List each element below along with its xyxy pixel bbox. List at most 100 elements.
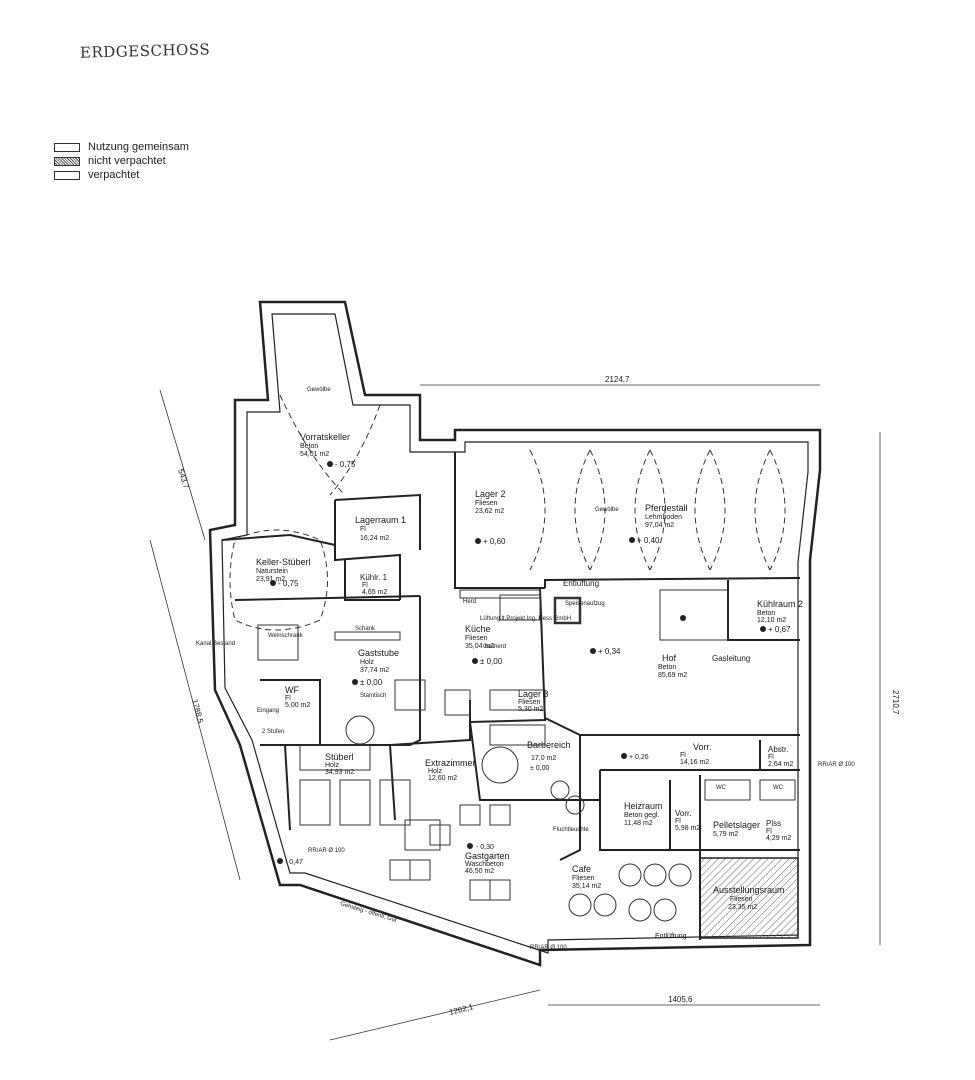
room-name: Pferdestall <box>645 503 688 513</box>
room-material: Naturstein <box>256 568 288 575</box>
gehsteig-label: Gehsteig - öffentl. Gut <box>339 901 397 924</box>
outer-wall-inner <box>221 313 809 954</box>
room-material: Fl <box>680 752 686 759</box>
room-name: WF <box>285 685 299 695</box>
room-area: 12,60 m2 <box>428 775 457 782</box>
dim-left-upper: 543,7 <box>176 468 191 490</box>
annotations: Entlüftung Entlüftung Gasleitung Gewölbe… <box>196 387 855 951</box>
dim-left-lower: 1788,5 <box>190 698 205 724</box>
ausstellungsraum-hatch <box>699 857 799 939</box>
level-marker-icon <box>760 626 766 632</box>
legend-item: nicht verpachtet <box>54 154 189 168</box>
level-marker-icon <box>475 538 481 544</box>
legend-label: Nutzung gemeinsam <box>88 141 189 153</box>
room-area: 34,93 m2 <box>325 769 354 776</box>
furniture <box>257 589 796 922</box>
stammtisch-label: Stamtisch <box>360 693 386 699</box>
room-name: Gastgarten <box>465 851 510 861</box>
level-marker-icon <box>472 658 478 664</box>
room-name: Pelletslager <box>713 820 760 830</box>
room-area: 16,24 m2 <box>360 535 389 542</box>
dim-right: 2710,7 <box>891 690 900 715</box>
room-area: 5,30 m2 <box>518 706 543 713</box>
legend-swatch <box>54 170 80 180</box>
room-level: + 0,60 <box>483 537 506 546</box>
rr-label-left: RR/AR Ø 100 <box>308 848 345 854</box>
dim-bottom-right: 1405,6 <box>668 995 693 1004</box>
room-area: 4,65 m2 <box>362 589 387 596</box>
room-material: Fl <box>362 582 368 589</box>
level-marker-icon <box>621 753 627 759</box>
room-material: Beton <box>300 443 318 450</box>
fluchtleuchte-label: Fluchtleuchte <box>553 827 589 833</box>
room-level: + 0,34 <box>598 647 621 656</box>
level-markers <box>270 461 766 864</box>
entlueftung-label: Entlüftung <box>563 579 599 588</box>
room-area: 12,10 m2 <box>757 617 786 624</box>
room-level: + 0,40 <box>637 536 660 545</box>
interior-walls <box>221 452 801 940</box>
room-area: 2,64 m2 <box>768 761 793 768</box>
room-level: - 0,75 <box>335 460 356 469</box>
room-material: Fl <box>675 818 681 825</box>
room-material: Fl <box>285 695 291 702</box>
room-area: 5,00 m2 <box>285 702 310 709</box>
gewoelbe-label: Gewölbe <box>307 387 331 393</box>
room-name: Lagerraum 1 <box>355 515 406 525</box>
room-name: Stüberl <box>325 752 354 762</box>
level-marker-icon <box>629 537 635 543</box>
room-area: 17,0 m2 <box>531 755 556 762</box>
room-name: Lager 2 <box>475 489 506 499</box>
room-area: 23,35 m2 <box>728 904 757 911</box>
room-material: Holz <box>428 768 443 775</box>
room-name: Küche <box>465 624 491 634</box>
room-material: Holz <box>325 762 340 769</box>
eingang-label: Eingang <box>257 708 279 714</box>
level-label: - 0,47 <box>285 859 303 866</box>
room-name: Kühlr. 1 <box>360 573 388 582</box>
room-area: 11,48 m2 <box>624 820 653 827</box>
room-material: Fl <box>766 828 772 835</box>
room-name: Vorratskeller <box>300 432 350 442</box>
level-label-vorr: + 0,26 <box>629 754 649 761</box>
room-level: ± 0,00 <box>360 678 383 687</box>
room-material: Fliesen <box>572 875 595 882</box>
room-name: Ausstellungsraum <box>713 885 785 895</box>
room-material: Fl <box>768 754 774 761</box>
room-labels: Vorratskeller Beton 54,01 m2 - 0,75 Lage… <box>256 432 803 911</box>
room-area: 14,16 m2 <box>680 759 709 766</box>
room-material: Beton <box>658 664 676 671</box>
level-marker-icon <box>680 615 686 621</box>
gewoelbe-label-stall: Gewölbe <box>595 507 619 513</box>
room-material: Waschbeton <box>465 861 504 868</box>
room-name: Piss <box>766 819 781 828</box>
room-material: Fliesen <box>730 896 753 903</box>
room-area: 54,01 m2 <box>300 451 329 458</box>
room-name: Lager 3 <box>518 689 549 699</box>
room-material: Beton <box>757 610 775 617</box>
room-area: 35,04 m2 <box>465 643 494 650</box>
speisenaufzug-label: Speisenaufzug <box>565 601 605 607</box>
level-marker-icon <box>327 461 333 467</box>
entlueftung-label-bottom: Entlüftung <box>655 933 687 940</box>
outer-wall <box>208 300 822 967</box>
room-name: Cafe <box>572 864 591 874</box>
kanal-label: Kanal Bestand <box>196 641 235 647</box>
legend-label: verpachtet <box>88 169 140 181</box>
room-area: 35,14 m2 <box>572 883 601 890</box>
gasleitung-label: Gasleitung <box>712 654 750 663</box>
room-material: Fl <box>360 526 366 533</box>
weinschrank-label: Weinschrank <box>268 633 304 639</box>
room-material: Lehmboden <box>645 514 682 521</box>
room-area: 5,98 m2 <box>675 825 700 832</box>
room-material: Holz <box>360 659 375 666</box>
rr-label-right: RR/AR Ø 100 <box>818 762 855 768</box>
room-name: Vorr. <box>675 809 691 818</box>
rr-label-bottom: RR/AR Ø 100 <box>530 945 567 951</box>
level-marker-icon <box>277 858 283 864</box>
room-name: Hof <box>662 653 677 663</box>
level-marker-icon <box>467 843 473 849</box>
lueftung-label: Lüftung lt.Projekt Ing. Hess GmbH <box>480 616 571 622</box>
vault-arcs <box>229 394 786 631</box>
